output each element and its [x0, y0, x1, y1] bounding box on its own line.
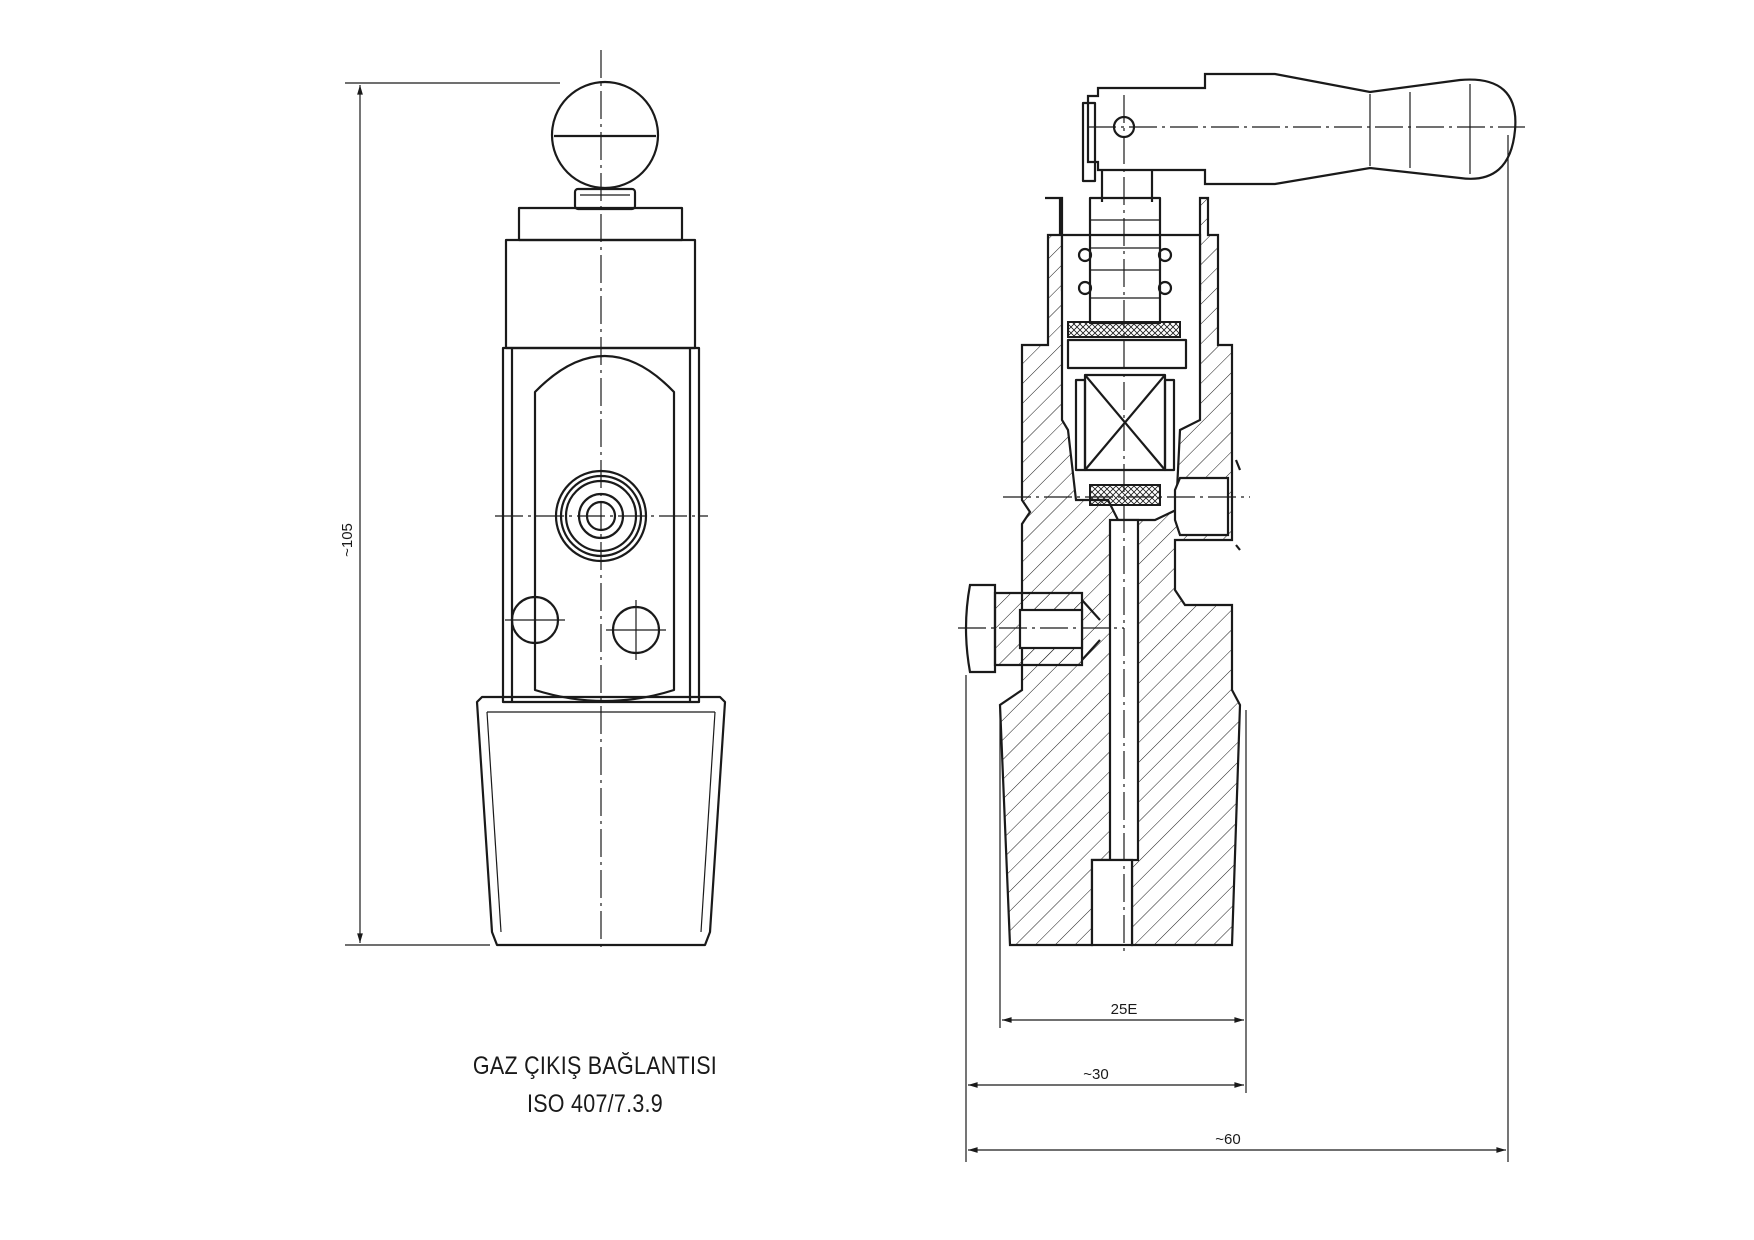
- body-flat-face: [533, 354, 676, 703]
- height-dimension: ~105: [339, 523, 356, 557]
- width-30-dimension: ~30: [1083, 1066, 1108, 1083]
- caption-title: GAZ ÇIKIŞ BAĞLANTISI: [472, 1052, 718, 1080]
- tapered-stem: [475, 695, 727, 947]
- knob-neck: [573, 187, 637, 211]
- width-60-dimension: ~60: [1215, 1131, 1240, 1148]
- lever-handle: [1081, 72, 1517, 202]
- side-plug: [1173, 476, 1230, 537]
- section-view: 25E ~30 ~60: [958, 72, 1525, 1162]
- thread-dimension: 25E: [1111, 1001, 1138, 1018]
- front-view: ~105: [339, 50, 727, 950]
- outlet-nipple: [964, 583, 1101, 674]
- caption-standard: ISO 407/7.3.9: [526, 1090, 664, 1118]
- valve-main-body: [501, 346, 701, 704]
